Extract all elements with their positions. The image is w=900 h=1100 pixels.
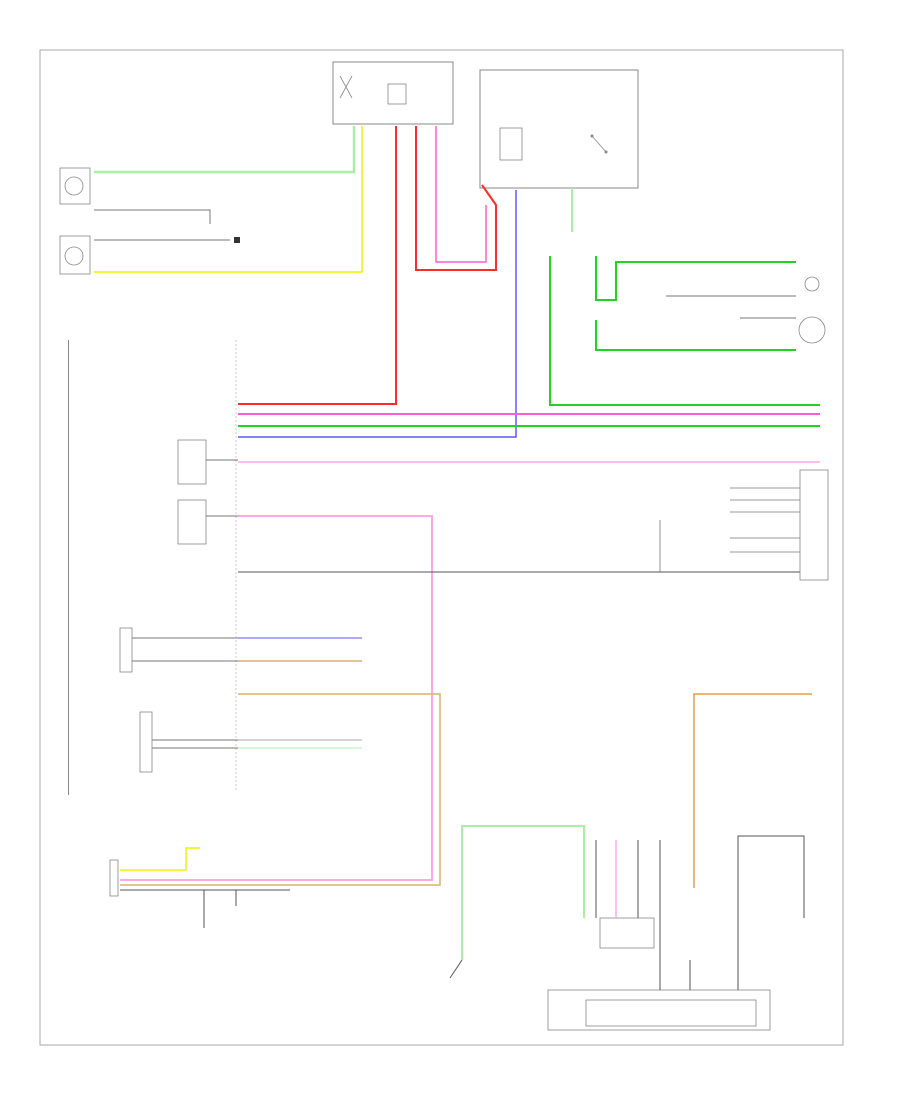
left-box-4 bbox=[139, 711, 153, 773]
left-control-module bbox=[68, 340, 69, 795]
page-frame bbox=[39, 49, 844, 1046]
cluster-module bbox=[599, 917, 655, 949]
left-lamp-upper bbox=[59, 167, 91, 205]
right-lamp-upper bbox=[804, 276, 820, 292]
wire-yellow-lower-lamp bbox=[94, 126, 363, 273]
left-box-1 bbox=[177, 439, 207, 485]
right-connector-block bbox=[799, 469, 829, 581]
bottom-left-module bbox=[109, 859, 119, 897]
top-left-module bbox=[332, 61, 454, 125]
wire-black-lamp-upper bbox=[94, 209, 211, 224]
wire-black-bottom-switch bbox=[449, 959, 463, 979]
wire-green-bottom bbox=[461, 825, 585, 960]
inner-cluster-box bbox=[585, 999, 757, 1027]
ground-connector bbox=[234, 237, 240, 243]
instrument-cluster-box bbox=[547, 989, 771, 1031]
wire-pink-down bbox=[120, 515, 433, 881]
wire-blue bbox=[238, 190, 517, 438]
wire-red-loop bbox=[415, 126, 497, 271]
wire-green-right-lamp bbox=[595, 256, 796, 301]
wire-pink-loop bbox=[435, 126, 487, 263]
wire-yellow-bottom bbox=[120, 847, 200, 871]
right-lamp-lower bbox=[798, 316, 826, 344]
wire-green-right-lamp-lower bbox=[595, 320, 796, 351]
wire-orange-tan bbox=[693, 693, 812, 888]
wire-green-upper-lamp bbox=[94, 126, 356, 174]
left-lamp-lower bbox=[59, 235, 91, 275]
wire-tan-down bbox=[120, 693, 441, 886]
top-right-relay-box bbox=[479, 69, 639, 189]
left-box-3 bbox=[119, 627, 133, 673]
wire-red-main bbox=[238, 126, 397, 405]
left-box-2 bbox=[177, 499, 207, 545]
wire-black-bottom-right bbox=[737, 835, 805, 930]
wire-green-main bbox=[549, 256, 820, 406]
